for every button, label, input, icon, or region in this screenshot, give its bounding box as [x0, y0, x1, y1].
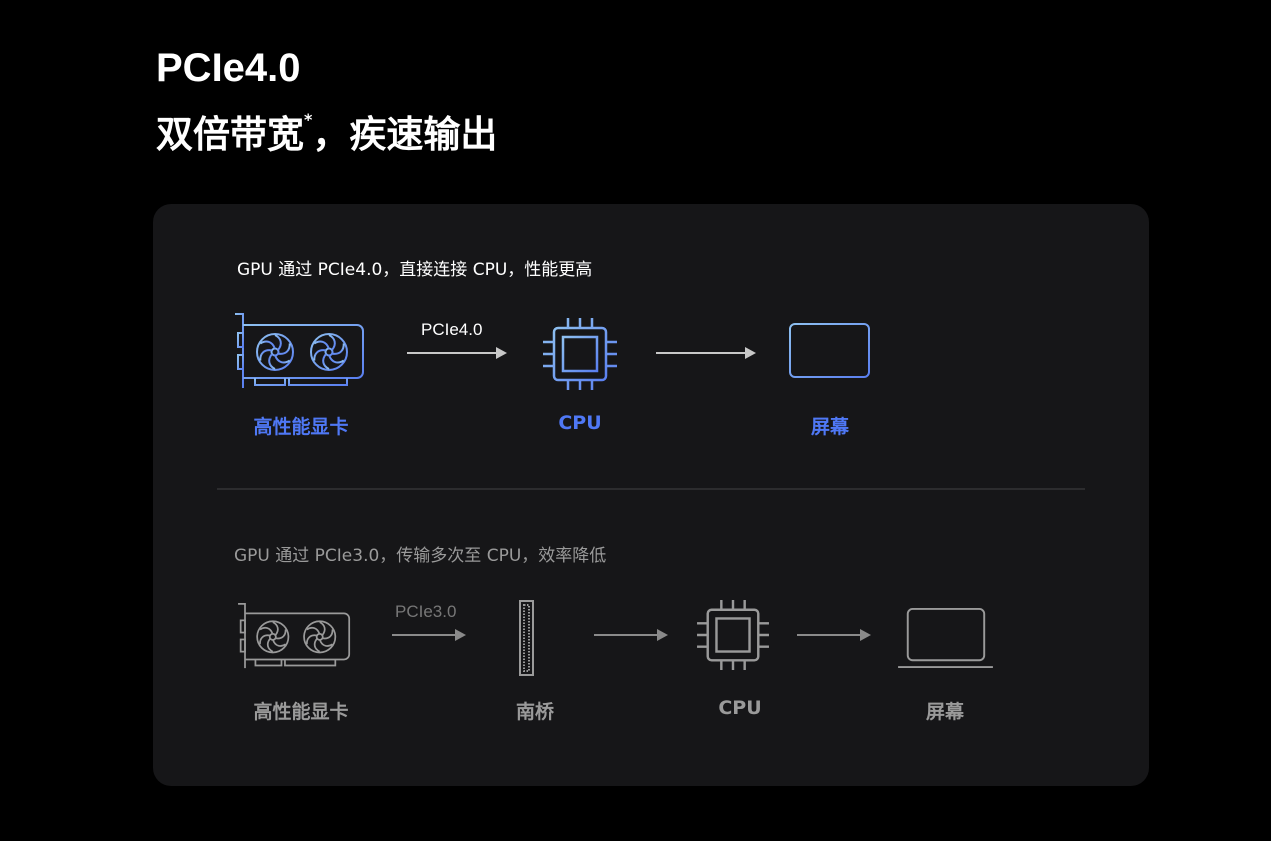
- pcie3-caption: GPU 通过 PCIe3.0，传输多次至 CPU，效率降低: [234, 546, 607, 566]
- pcie3-link-label: PCIe3.0: [395, 602, 457, 621]
- comparison-card: [153, 204, 1149, 786]
- footnote-mark: *: [304, 110, 313, 129]
- cpu-icon: [543, 318, 617, 390]
- arrow-icon: [797, 629, 871, 641]
- arrow-icon: [594, 629, 668, 641]
- southbridge-icon: [519, 600, 534, 676]
- arrow-icon: [656, 347, 756, 359]
- gpu-icon: [238, 603, 351, 669]
- monitor-icon: [780, 323, 878, 385]
- pcie4-caption: GPU 通过 PCIe4.0，直接连接 CPU，性能更高: [237, 260, 593, 280]
- gpu-label: 高性能显卡: [253, 701, 349, 723]
- divider: [217, 488, 1085, 490]
- subtitle-rest: ，疾速输出: [312, 113, 498, 156]
- monitor-icon: [898, 608, 993, 668]
- page-subtitle: 双倍带宽*，疾速输出: [156, 104, 497, 158]
- gpu-icon: [235, 313, 364, 388]
- arrow-icon: [392, 629, 466, 641]
- arrow-icon: [407, 347, 507, 359]
- page-title: PCIe4.0: [156, 46, 301, 90]
- cpu-label: CPU: [558, 412, 602, 434]
- gpu-label: 高性能显卡: [253, 416, 349, 438]
- southbridge-label: 南桥: [515, 701, 555, 723]
- subtitle-main: 双倍带宽: [156, 113, 304, 156]
- cpu-icon: [697, 600, 769, 670]
- cpu-label: CPU: [718, 697, 762, 719]
- pcie4-link-label: PCIe4.0: [421, 320, 483, 339]
- screen-label: 屏幕: [810, 416, 850, 438]
- screen-label: 屏幕: [925, 701, 965, 723]
